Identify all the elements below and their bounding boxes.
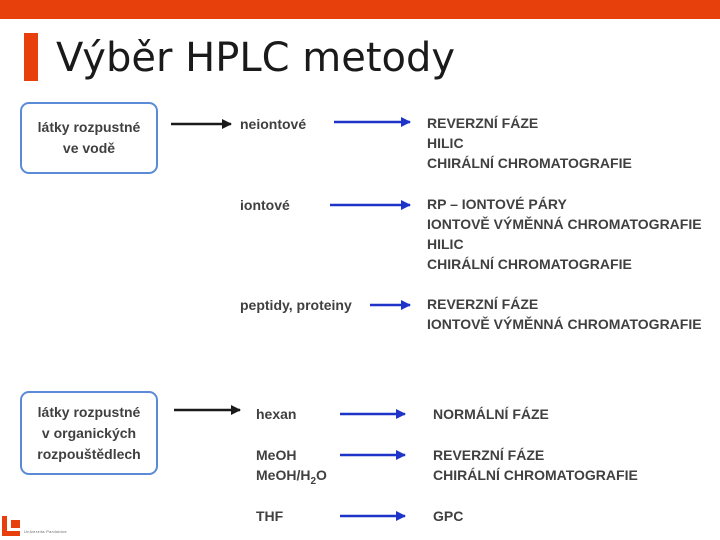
- box-water-soluble: látky rozpustné ve vodě: [20, 102, 158, 174]
- results-peptidy: REVERZNÍ FÁZE IONTOVĚ VÝMĚNNÁ CHROMATOGR…: [427, 294, 702, 334]
- result-item: IONTOVĚ VÝMĚNNÁ CHROMATOGRAFIE: [427, 216, 702, 232]
- result-item: GPC: [433, 508, 464, 524]
- label-meoh: MeOH: [256, 447, 297, 463]
- result-item: REVERZNÍ FÁZE: [433, 447, 545, 463]
- footer-text: Univerzita Pardubice: [24, 529, 67, 534]
- label-peptidy-proteiny: peptidy, proteiny: [240, 297, 352, 313]
- result-item: REVERZNÍ FÁZE: [427, 115, 539, 131]
- result-item: NORMÁLNÍ FÁZE: [433, 406, 549, 422]
- result-item: IONTOVĚ VÝMĚNNÁ CHROMATOGRAFIE: [427, 316, 702, 332]
- result-item: HILIC: [427, 135, 464, 151]
- box-line: látky rozpustné: [37, 119, 141, 135]
- label-meoh-water-pre: MeOH/H: [256, 467, 311, 483]
- box-line: ve vodě: [62, 140, 116, 156]
- box-line: rozpouštědlech: [37, 445, 141, 462]
- box-organic-soluble: látky rozpustné v organických rozpouštěd…: [20, 391, 158, 475]
- results-meoh: REVERZNÍ FÁZE CHIRÁLNÍ CHROMATOGRAFIE: [433, 445, 638, 485]
- results-thf: GPC: [433, 506, 463, 526]
- result-item: HILIC: [427, 236, 464, 252]
- label-iontove: iontové: [240, 197, 290, 213]
- results-hexan: NORMÁLNÍ FÁZE: [433, 404, 549, 424]
- top-accent-bar: [0, 0, 720, 19]
- label-hexan: hexan: [256, 406, 297, 422]
- label-meoh-water-post: O: [316, 467, 327, 483]
- university-logo-icon: [2, 516, 20, 536]
- label-meoh-water: MeOH/H2O: [256, 465, 327, 487]
- title-accent-mark: [24, 33, 38, 81]
- label-thf: THF: [256, 508, 284, 524]
- result-item: CHIRÁLNÍ CHROMATOGRAFIE: [427, 256, 632, 272]
- results-iontove: RP – IONTOVÉ PÁRY IONTOVĚ VÝMĚNNÁ CHROMA…: [427, 194, 702, 274]
- results-neiontove: REVERZNÍ FÁZE HILIC CHIRÁLNÍ CHROMATOGRA…: [427, 113, 632, 173]
- result-item: RP – IONTOVÉ PÁRY: [427, 196, 567, 212]
- label-meoh-water-sub: 2: [310, 475, 317, 487]
- label-neiontove: neiontové: [240, 116, 307, 132]
- result-item: REVERZNÍ FÁZE: [427, 296, 539, 312]
- box-line: látky rozpustné: [37, 403, 141, 420]
- page-title: Výběr HPLC metody: [56, 35, 456, 81]
- box-line: v organických: [41, 424, 137, 441]
- result-item: CHIRÁLNÍ CHROMATOGRAFIE: [427, 155, 632, 171]
- result-item: CHIRÁLNÍ CHROMATOGRAFIE: [433, 467, 638, 483]
